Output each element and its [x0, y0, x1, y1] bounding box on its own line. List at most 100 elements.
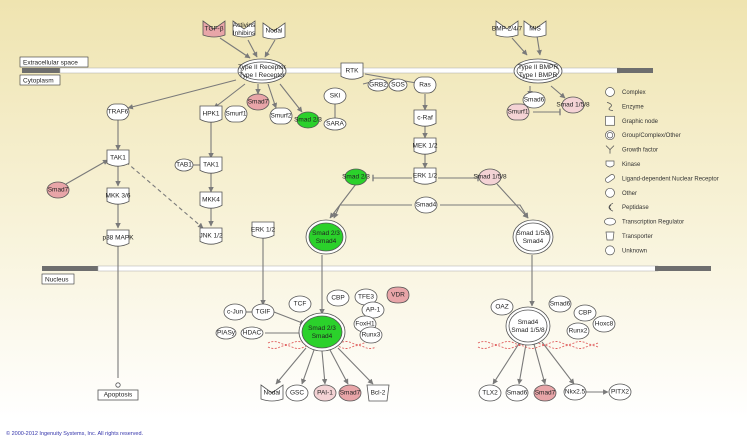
edge-receptor-smad23 — [279, 83, 303, 113]
node-gsc[interactable]: GSC — [285, 384, 309, 402]
node-label: TCF — [294, 301, 307, 308]
node-label: Smurf2 — [271, 113, 292, 120]
node-tlx2[interactable]: TLX2 — [478, 384, 502, 402]
node-jnk12[interactable]: JNK 1/2 — [199, 227, 223, 245]
legend-label: Complex — [622, 90, 646, 96]
node-erk12-n[interactable]: ERK 1/2 — [251, 221, 276, 239]
kinase-icon — [605, 160, 615, 168]
node-piasy[interactable]: PIASy — [215, 326, 237, 340]
legend-label: Peptidase — [622, 205, 649, 211]
node-nodal-t[interactable]: Nodal — [260, 384, 284, 402]
node-ras[interactable]: Ras — [413, 76, 437, 94]
node-sos[interactable]: SOS — [388, 78, 408, 92]
node-smad158-a[interactable]: Smad 1/5/8 — [556, 96, 590, 114]
relationship-edges — [65, 35, 609, 395]
node-smad7-b[interactable]: Smad7 — [46, 181, 70, 199]
node-runx3[interactable]: Runx3 — [359, 326, 383, 344]
node-label: Nkx2.5 — [565, 389, 586, 396]
node-hpk1[interactable]: HPK1 — [199, 105, 223, 123]
node-smad158-b[interactable]: Smad 1/5/8 — [473, 168, 507, 186]
node-smad4-c[interactable]: Smad4 — [414, 196, 438, 214]
node-grb2[interactable]: GRB2 — [367, 78, 389, 92]
node-label: p38 MAPK — [102, 235, 134, 242]
node-label: TLX2 — [482, 390, 498, 397]
node-cbp-a[interactable]: CBP — [326, 289, 350, 307]
node-vdr[interactable]: VDR — [386, 286, 410, 304]
svg-text:Cytoplasm: Cytoplasm — [23, 78, 54, 85]
node-mek12[interactable]: MEK 1/2 — [413, 137, 438, 155]
node-pitx2[interactable]: PITX2 — [608, 383, 632, 401]
node-label: MKK 3/6 — [106, 193, 131, 200]
edge-cx23-pai1 — [321, 350, 328, 385]
node-ski[interactable]: SKI — [323, 87, 347, 105]
node-runx2[interactable]: Runx2 — [566, 322, 590, 340]
node-bcl2[interactable]: Bcl-2 — [366, 384, 390, 402]
node-tak1-b[interactable]: TAK1 — [199, 156, 223, 174]
node-label: PIASy — [217, 330, 236, 337]
node-bmp[interactable]: BMP 2/4/7 — [492, 20, 523, 38]
legend-item: Enzyme — [606, 102, 644, 111]
node-nkx25[interactable]: Nkx2.5 — [563, 383, 587, 401]
node-smad6-n[interactable]: Smad6 — [548, 295, 572, 313]
legend-label: Other — [622, 191, 637, 197]
node-label: FoxH1 — [355, 321, 375, 328]
legend-item: Transcription Regulator — [604, 217, 684, 226]
legend-item: Graphic node — [605, 115, 659, 126]
node-erk12-c[interactable]: ERK 1/2 — [413, 167, 438, 185]
legend-label: Graphic node — [622, 119, 659, 125]
node-smurf1-a[interactable]: Smurf1 — [224, 105, 248, 123]
edge-tak1-jnk-indirect — [125, 161, 204, 229]
node-label: JNK 1/2 — [199, 233, 223, 240]
node-smad7-t2[interactable]: Smad7 — [533, 384, 557, 402]
node-craf[interactable]: c-Raf — [413, 109, 437, 127]
node-label: MIS — [529, 26, 541, 33]
node-label: TAB1 — [176, 162, 192, 169]
node-label: Runx2 — [569, 328, 588, 335]
node-mkk36[interactable]: MKK 3/6 — [106, 187, 131, 205]
node-cbp-b[interactable]: CBP — [573, 304, 597, 322]
node-label: HDAC — [243, 330, 262, 337]
node-label: TGIF — [256, 309, 271, 316]
node-cjun[interactable]: c-Jun — [223, 303, 247, 321]
node-apoptosis[interactable]: Apoptosis — [97, 382, 139, 401]
node-mkk4[interactable]: MKK4 — [199, 191, 223, 209]
node-tcf[interactable]: TCF — [288, 295, 312, 313]
node-smad6-a[interactable]: Smad6 — [522, 91, 546, 109]
node-label: Smad7 — [340, 390, 361, 397]
node-hoxc8[interactable]: Hoxc8 — [592, 315, 616, 333]
node-rtk[interactable]: RTK — [340, 62, 364, 80]
node-label: Apoptosis — [104, 392, 133, 399]
node-hdac[interactable]: HDAC — [240, 326, 264, 340]
node-smad7-a[interactable]: Smad7 — [246, 93, 270, 111]
node-ap1[interactable]: AP-1 — [361, 301, 385, 319]
edge-tgfb-receptor — [219, 37, 251, 59]
node-tgfb[interactable]: TGF-β — [202, 20, 226, 38]
node-sara[interactable]: SARA — [323, 117, 347, 131]
legend-label: Transporter — [622, 234, 653, 240]
node-p38[interactable]: p38 MAPK — [102, 229, 134, 247]
node-oaz[interactable]: OAZ — [490, 298, 514, 316]
node-traf6[interactable]: TRAF6 — [106, 103, 130, 121]
node-smad6-t[interactable]: Smad6 — [505, 384, 529, 402]
node-label: Smad 1/5/8 — [556, 102, 590, 109]
node-smad23-b[interactable]: Smad 2/3 — [342, 168, 370, 186]
node-smad7-t[interactable]: Smad7 — [338, 384, 362, 402]
node-tak1-a[interactable]: TAK1 — [106, 149, 130, 167]
node-smurf1-b[interactable]: Smurf1 — [506, 103, 530, 121]
node-smurf2[interactable]: Smurf2 — [269, 107, 293, 125]
cytoplasm-zone-tag: Cytoplasm — [19, 74, 61, 86]
node-label: ERK 1/2 — [413, 173, 438, 180]
node-smad23-a[interactable]: Smad 2/3 — [294, 111, 322, 129]
node-tab1[interactable]: TAB1 — [174, 158, 194, 172]
node-pai1[interactable]: PAI-1 — [313, 384, 337, 402]
node-nodal-top[interactable]: Nodal — [262, 22, 286, 40]
node-tgif[interactable]: TGIF — [251, 303, 275, 321]
node-mis[interactable]: MIS — [523, 20, 547, 38]
